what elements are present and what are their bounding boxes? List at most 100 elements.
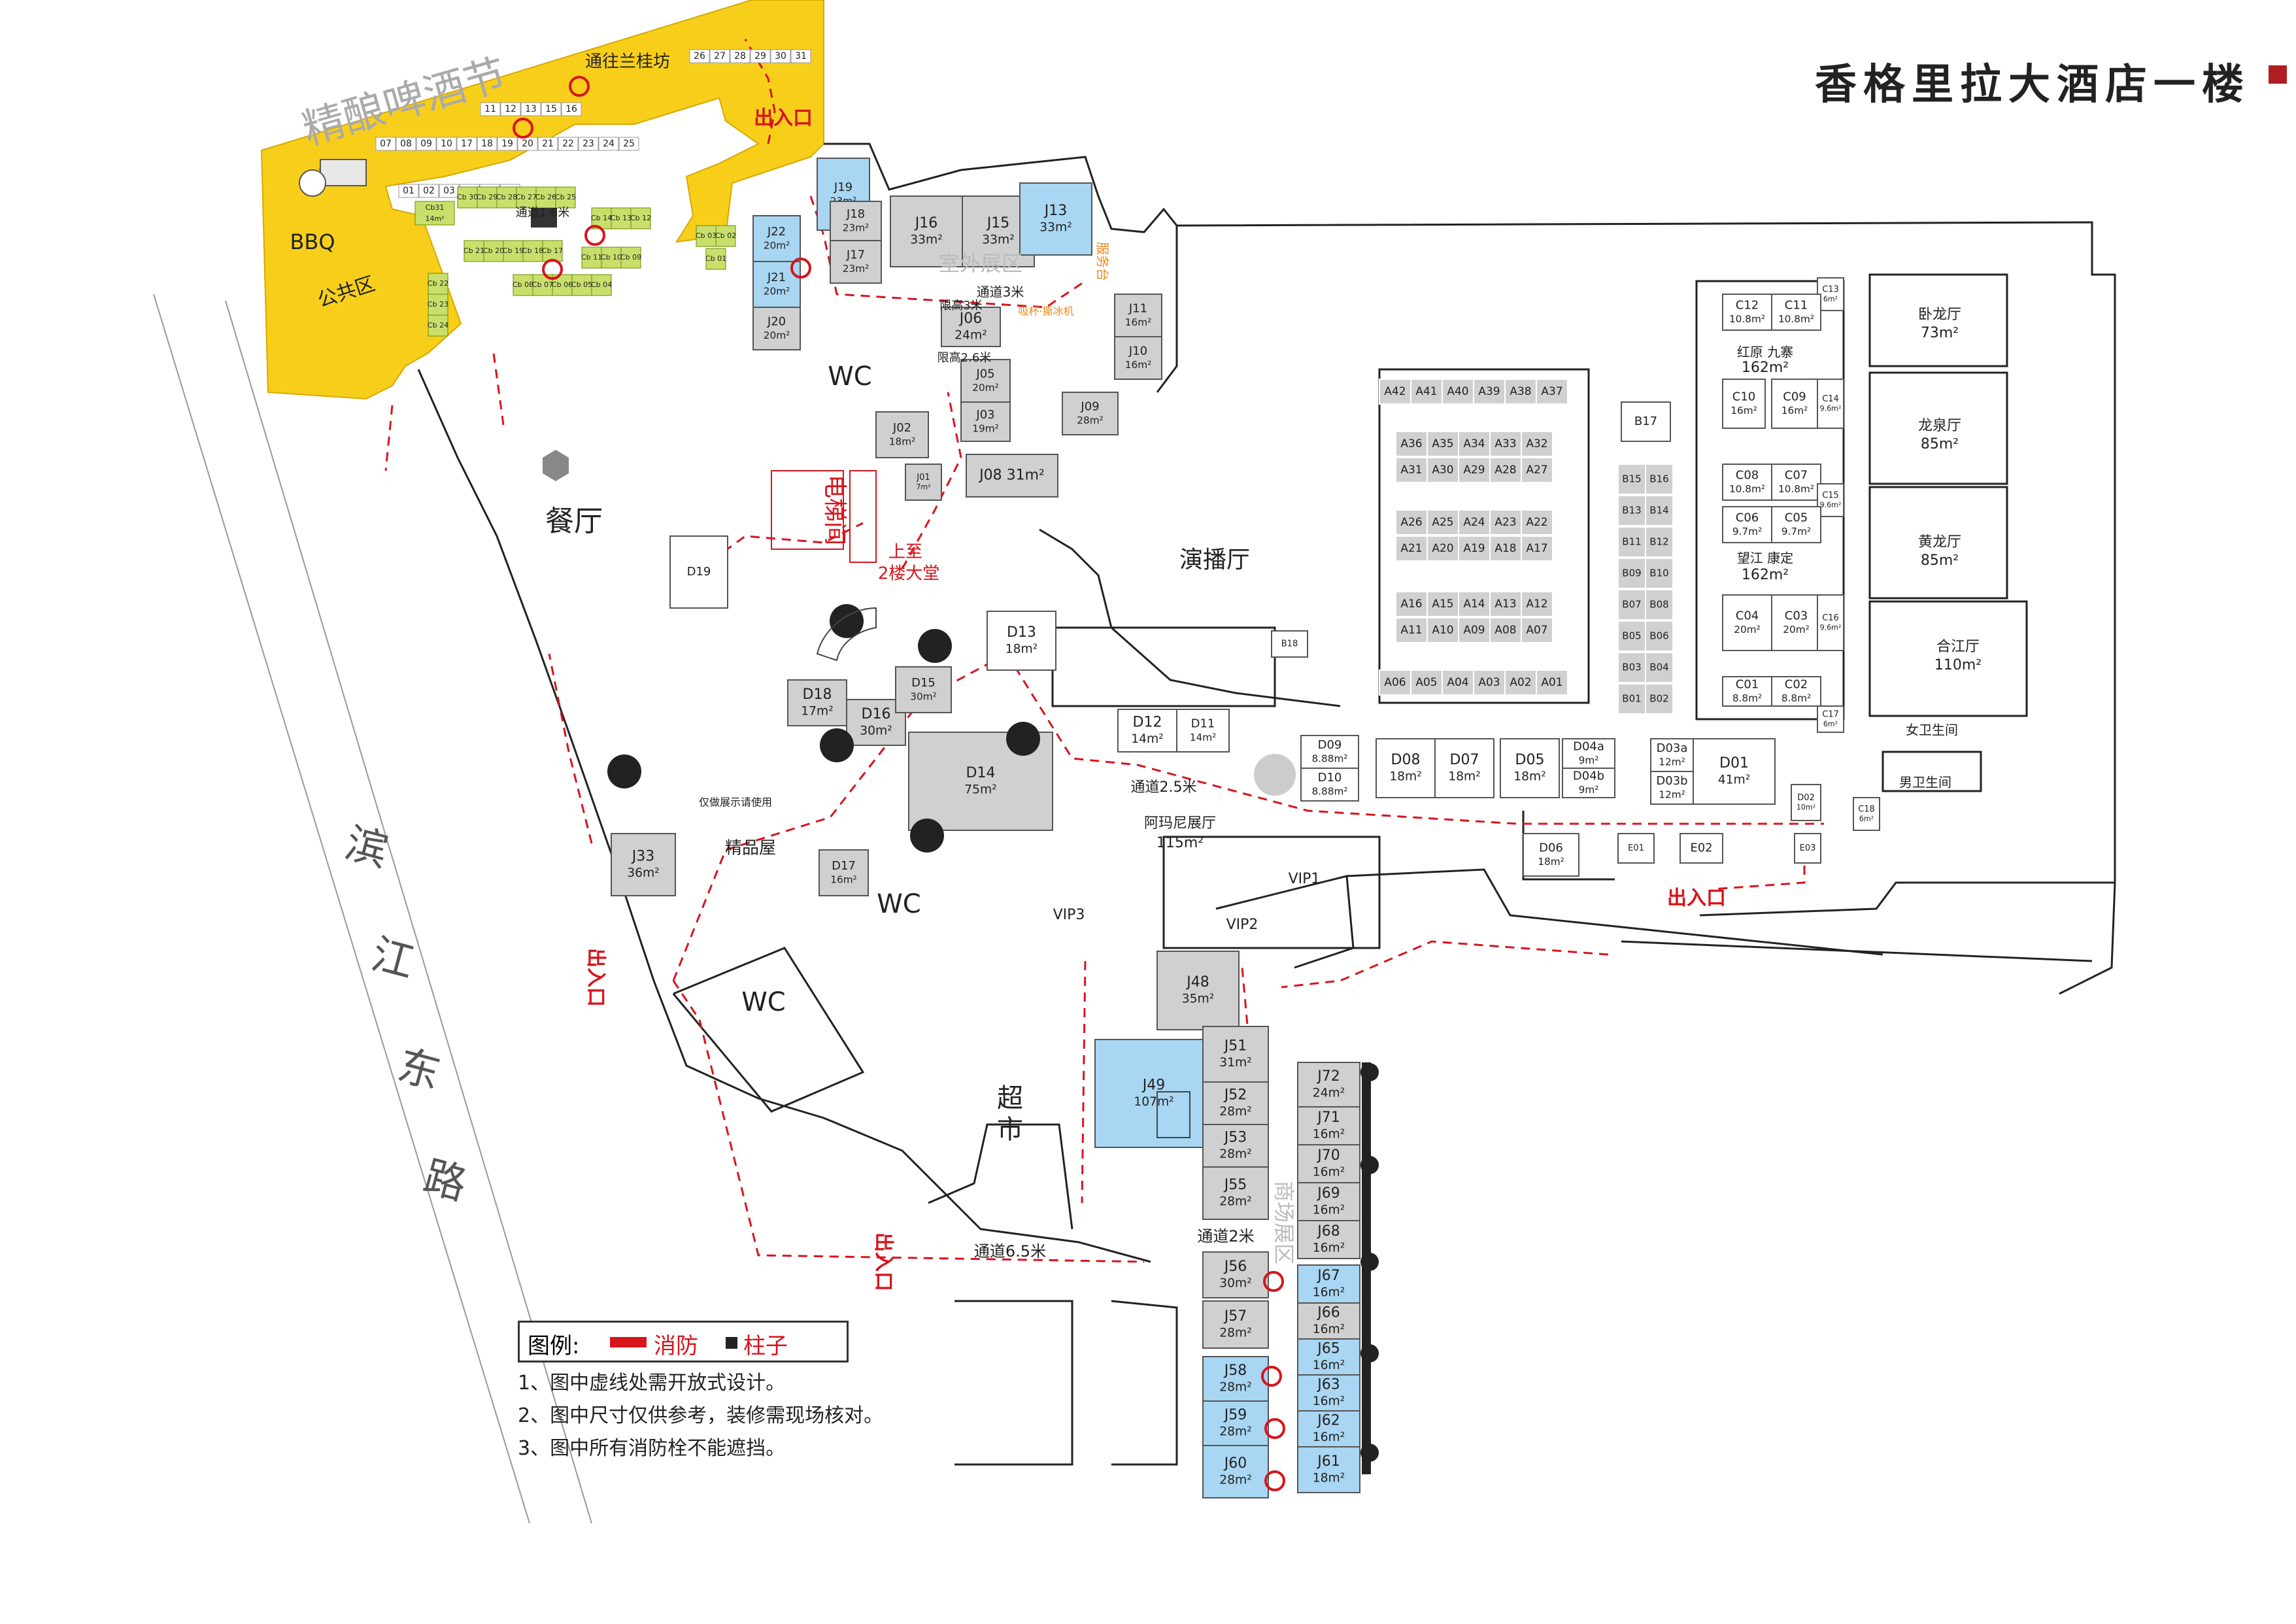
booth-id: D06 — [1539, 841, 1563, 855]
cb-booth-label: Cb 10 — [601, 253, 622, 262]
booth-shape — [1297, 1374, 1360, 1412]
booth-id: A12 — [1526, 598, 1547, 611]
booth-shape — [1722, 676, 1772, 707]
booth-shape — [1650, 771, 1694, 805]
cb-booth — [483, 240, 504, 262]
booth-shape — [1771, 464, 1821, 501]
booth-shape — [987, 611, 1056, 671]
booth-area: 6m² — [1823, 720, 1838, 728]
booth-id: J60 — [1223, 1455, 1247, 1472]
booth-id: C07 — [1785, 469, 1808, 482]
booth-area: 16m² — [1313, 1204, 1345, 1217]
booth-id: A20 — [1432, 542, 1453, 555]
beer-stall-number: 22 — [562, 139, 574, 149]
booth-shape — [669, 535, 728, 609]
booth-id: J55 — [1223, 1177, 1247, 1193]
cb-booth-label: Cb 06 — [552, 280, 573, 289]
booth-id: C12 — [1736, 299, 1759, 313]
booth-id: E01 — [1628, 843, 1644, 853]
booth-id: B11 — [1622, 536, 1641, 548]
beer-stall-01 — [398, 184, 419, 198]
booth-area: 28m² — [1219, 1327, 1251, 1340]
bar-counter — [531, 208, 557, 228]
booth-area: 36m² — [627, 866, 659, 880]
booth-area: 18m² — [1513, 770, 1545, 784]
booth-area: 107m² — [1134, 1095, 1173, 1109]
booth-a33 — [1489, 431, 1522, 457]
area-label: VIP2 — [1226, 917, 1258, 933]
booth-id: C15 — [1822, 490, 1839, 500]
beer-stall-16 — [561, 102, 582, 116]
booth-id: J63 — [1316, 1376, 1340, 1393]
booth-area: 9.6m² — [1820, 404, 1842, 413]
cb-booth — [611, 207, 632, 229]
booth-id: A37 — [1541, 385, 1562, 398]
cb-booth-label: Cb 25 — [555, 193, 576, 201]
booth-b04 — [1645, 652, 1674, 683]
booth-area: 30m² — [910, 690, 937, 702]
booth-b14 — [1645, 495, 1674, 526]
booth-id: A30 — [1432, 464, 1453, 477]
booth-id: J72 — [1316, 1068, 1340, 1085]
booth-shape — [966, 454, 1058, 498]
booth-shape — [1722, 464, 1772, 501]
cb-booth-label: Cb 26 — [535, 193, 556, 201]
booth-a23 — [1489, 509, 1522, 535]
cb-booth-label: Cb 07 — [532, 280, 553, 289]
booth-id: J67 — [1316, 1268, 1340, 1284]
booth-id: C04 — [1736, 609, 1759, 623]
fire-hydrant — [1264, 1418, 1285, 1439]
booth-id: J53 — [1223, 1129, 1247, 1145]
beer-stall-31 — [790, 49, 811, 63]
booth-id: D03a — [1657, 741, 1688, 755]
booth-id: J69 — [1316, 1185, 1340, 1202]
booth-shape — [752, 307, 801, 350]
beer-stall-number: 29 — [754, 51, 766, 61]
booth-id: A06 — [1384, 676, 1406, 689]
booth-area: 20m² — [1783, 624, 1810, 635]
booth-id: J15 — [986, 215, 1009, 231]
booth-shape — [1297, 1446, 1360, 1493]
booth-shape — [1621, 401, 1671, 442]
booth-shape — [1300, 768, 1359, 802]
booth-id: J61 — [1316, 1453, 1340, 1470]
booth-shape — [1853, 797, 1880, 831]
cb-booth-label: Cb31 — [426, 203, 445, 212]
area-label: 男卫生间 — [1899, 775, 1951, 790]
area-label: BBQ — [290, 229, 335, 254]
street-name-char: 东 — [392, 1041, 445, 1099]
area-label: 精品屋 — [725, 839, 776, 858]
bbq-circle — [299, 169, 326, 197]
booth-a01 — [1536, 669, 1568, 696]
booth-id: C06 — [1736, 511, 1759, 525]
booth-id: A19 — [1463, 542, 1485, 555]
booth-id: J59 — [1223, 1407, 1247, 1423]
booth-shape — [1562, 768, 1615, 798]
beer-stall-number: 28 — [734, 51, 746, 61]
booth-a42 — [1379, 379, 1411, 405]
column-pillar — [918, 629, 952, 663]
booth-id: D14 — [966, 765, 996, 781]
exit-label: 出入口 — [754, 107, 813, 130]
booth-area: 18m² — [1448, 770, 1480, 784]
booth-id: A41 — [1415, 385, 1437, 398]
cb-booth-label: Cb 21 — [464, 246, 484, 255]
area-label: VIP1 — [1289, 871, 1321, 887]
beer-stall-number: 08 — [400, 139, 412, 149]
booth-area: 16m² — [1730, 405, 1757, 416]
booth-a37 — [1536, 379, 1568, 405]
booth-area: 10.8m² — [1729, 483, 1765, 495]
cb-booth-label: Cb 01 — [705, 254, 726, 263]
